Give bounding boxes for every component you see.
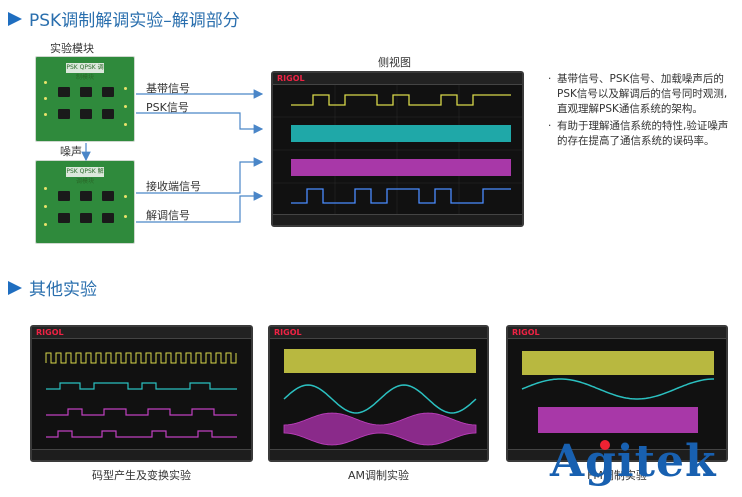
board-title: PSK QPSK 解调模块	[66, 167, 104, 185]
scope-brand-logo: RIGOL	[36, 328, 64, 337]
note-item: 基带信号、PSK信号、加载噪声后的PSK信号以及解调后的信号同时观测,直观理解P…	[547, 72, 737, 117]
caption-fm: FM调制实验	[587, 469, 647, 482]
signal-label-psk: PSK信号	[146, 101, 189, 114]
section-title-other-text: 其他实验	[29, 280, 97, 300]
note-item: 有助于理解通信系统的特性,验证噪声的存在提高了通信系统的误码率。	[547, 119, 737, 149]
signal-label-demodulated: 解调信号	[146, 209, 190, 222]
triangle-bullet-icon	[8, 11, 22, 26]
scope-brand-logo: RIGOL	[274, 328, 302, 337]
oscilloscope-am: RIGOL	[268, 325, 489, 462]
module-label: 实验模块	[50, 42, 94, 55]
caption-code-pattern: 码型产生及变换实验	[92, 469, 191, 482]
signal-label-baseband: 基带信号	[146, 82, 190, 95]
modulation-board-image: PSK QPSK 调制模块	[35, 56, 135, 142]
section-title-psk: PSK调制解调实验–解调部分	[8, 6, 240, 31]
noise-label: 噪声	[60, 145, 82, 158]
oscilloscope-fm: RIGOL	[506, 325, 728, 462]
scope-code-waveforms	[45, 352, 237, 438]
oscilloscope-main: RIGOL	[271, 71, 524, 227]
agitek-watermark-logo: Agitek	[550, 436, 717, 487]
scope-brand-logo: RIGOL	[277, 74, 305, 83]
scope-main-waveforms	[273, 85, 522, 216]
signal-connectors	[81, 89, 264, 223]
scope-am-waveforms	[283, 349, 477, 446]
section-title-psk-text: PSK调制解调实验–解调部分	[29, 11, 240, 31]
notes-list: 基带信号、PSK信号、加载噪声后的PSK信号以及解调后的信号同时观测,直观理解P…	[547, 72, 737, 151]
scope-fm-waveforms	[521, 351, 714, 433]
oscilloscope-code-pattern: RIGOL	[30, 325, 253, 462]
demodulation-board-image: PSK QPSK 解调模块	[35, 160, 135, 244]
side-view-label: 侧视图	[378, 56, 411, 69]
section-title-other: 其他实验	[8, 275, 97, 300]
signal-label-received: 接收端信号	[146, 180, 201, 193]
board-title: PSK QPSK 调制模块	[66, 63, 104, 81]
scope-brand-logo: RIGOL	[512, 328, 540, 337]
triangle-bullet-icon	[8, 280, 22, 295]
caption-am: AM调制实验	[347, 469, 409, 482]
